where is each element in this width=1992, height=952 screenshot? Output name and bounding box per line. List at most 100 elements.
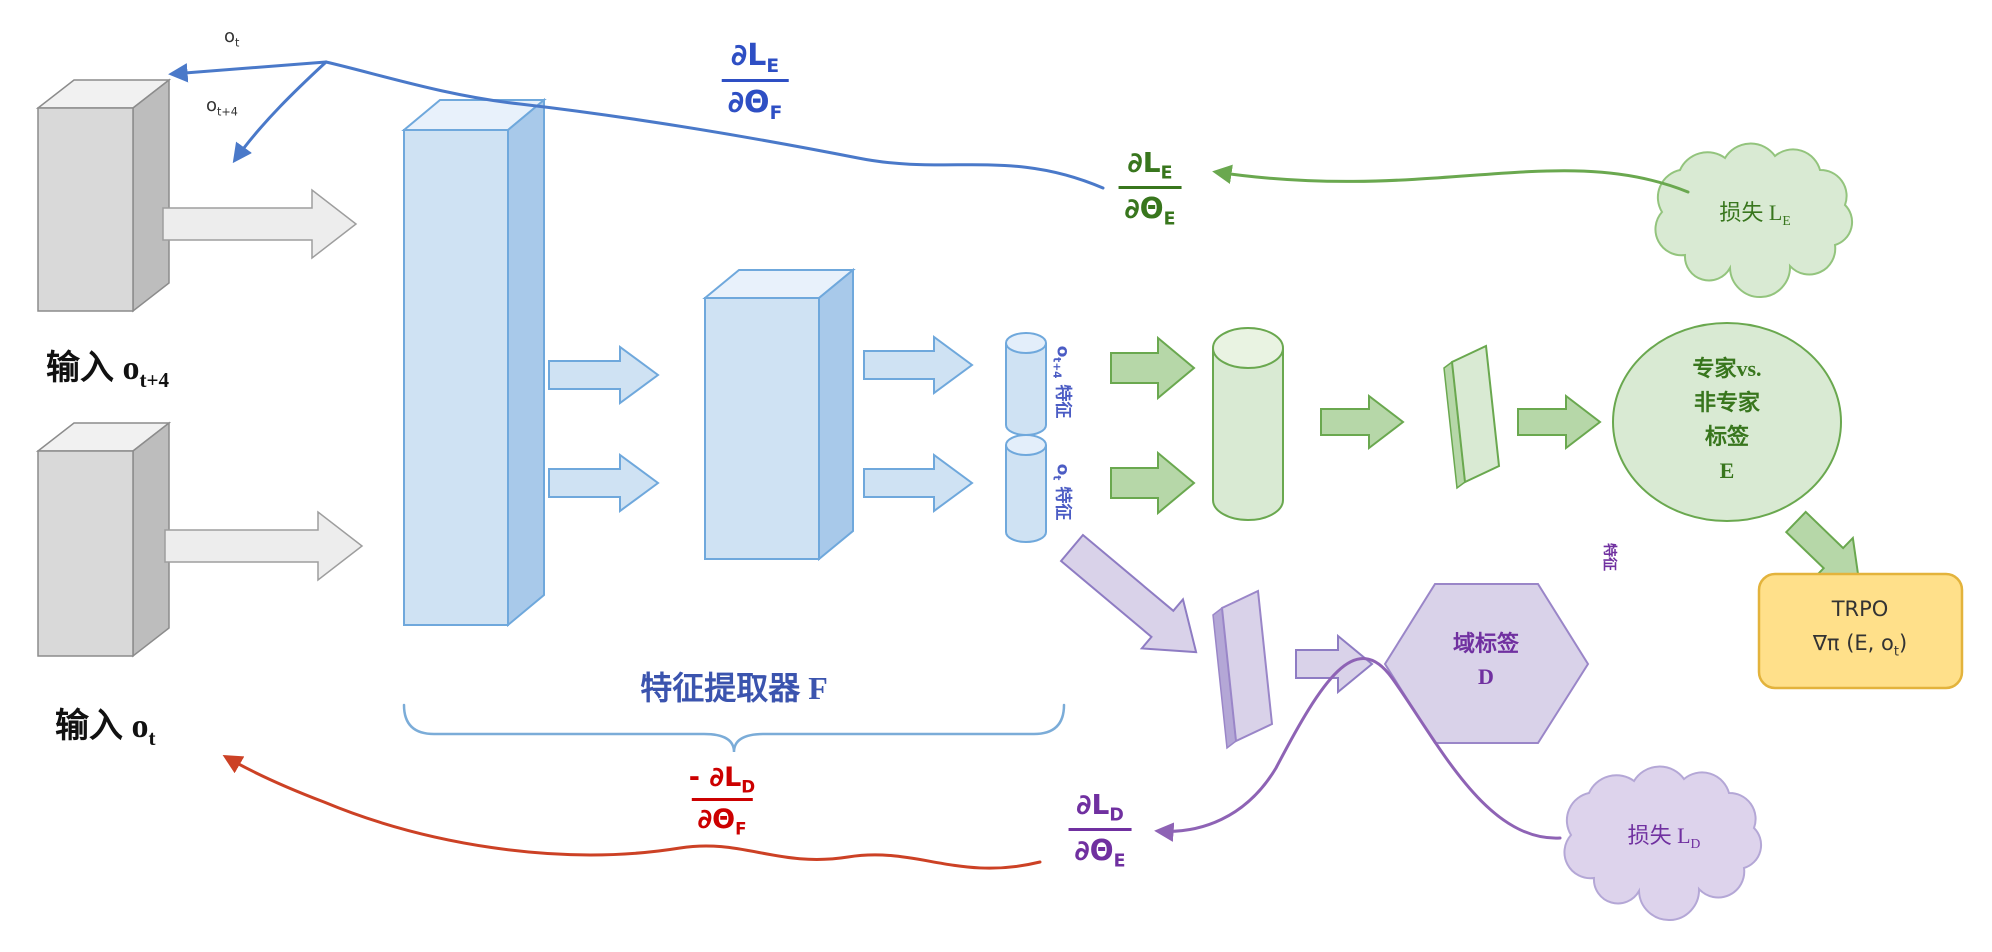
- num-text: ∂L: [1127, 146, 1161, 179]
- gradient-dLE-dThetaE: ∂LE ∂ΘE: [1118, 146, 1182, 230]
- den-sub: F: [735, 818, 747, 839]
- trpo-line-1: TRPO: [1831, 597, 1889, 622]
- feature-extractor-label: 特征提取器 F: [640, 670, 828, 706]
- gradient-neg-dLD-dThetaF: - ∂LD ∂ΘF: [683, 762, 761, 839]
- domain-hexagon-text: 域标签 D: [1453, 627, 1519, 693]
- num-text: - ∂L: [688, 762, 742, 793]
- hexagon-line-1: 域标签: [1452, 631, 1520, 656]
- gradient-dLD-dThetaE: ∂LD ∂ΘE: [1068, 788, 1132, 872]
- domain-loss-cloud-text: 损失 LD: [1628, 818, 1701, 852]
- fraction-denominator: ∂ΘF: [721, 79, 789, 124]
- ellipse-line-2: 非专家: [1693, 389, 1760, 415]
- conv-cube-large: [401, 97, 547, 628]
- loss-sub: D: [1690, 836, 1701, 852]
- loss-text: 损失 L: [1627, 822, 1691, 848]
- den-text: ∂Θ: [1074, 833, 1114, 867]
- blue-arrow-to-ot: [168, 60, 328, 83]
- num-text: ∂L: [1076, 788, 1110, 821]
- cylinder-cap: [1005, 332, 1047, 354]
- fraction-denominator: ∂ΘF: [691, 798, 753, 839]
- feature-cylinder-bottom: [1005, 434, 1047, 543]
- den-sub: E: [1113, 851, 1126, 872]
- expert-ellipse-text: 专家vs. 非专家 标签 E: [1692, 352, 1761, 488]
- obs-label-ot: ot: [224, 26, 239, 50]
- trpo-line-2: ∇π (E, ot): [1813, 627, 1907, 663]
- trpo-box-shape: [1757, 572, 1964, 690]
- loss-text: 损失 L: [1719, 199, 1783, 225]
- obs-label-ot4: ot+4: [206, 95, 238, 119]
- fraction-numerator: ∂LE: [1122, 146, 1179, 186]
- tag-suffix: 特征: [1052, 480, 1073, 521]
- fraction-denominator: ∂ΘE: [1068, 827, 1132, 872]
- tag-sub: t+4: [1050, 357, 1063, 379]
- ellipse-line-3: 标签: [1704, 424, 1749, 449]
- input-label-top-sub: t+4: [139, 367, 170, 392]
- blue-arrow-3: [863, 335, 974, 395]
- plate-face: [1450, 344, 1501, 484]
- tag-text: o: [1052, 463, 1073, 476]
- blue-gradient-curve: [324, 60, 1105, 190]
- expert-loss-cloud: [1654, 142, 1854, 298]
- fraction-numerator: ∂LD: [1070, 788, 1130, 828]
- loss-sub: E: [1782, 213, 1791, 229]
- feature-tag-bottom: ot 特征: [1050, 464, 1077, 521]
- gray-arrow-top: [162, 188, 358, 260]
- den-sub: E: [1163, 209, 1176, 230]
- feature-tag-mini: 特征: [1601, 543, 1617, 571]
- cube-front-face: [37, 450, 134, 657]
- purple-loss-curve: [1154, 657, 1562, 842]
- input-cube-bottom: [35, 421, 172, 658]
- cube-side-face: [507, 97, 545, 628]
- obs-ot-text: o: [224, 26, 236, 47]
- num-sub: E: [1160, 163, 1173, 184]
- cylinder-body: [1005, 445, 1047, 543]
- fraction-numerator: - ∂LD: [683, 762, 761, 798]
- obs-ot4-text: o: [206, 95, 218, 116]
- capsule-body: [1212, 348, 1284, 521]
- conv-cube-medium: [702, 267, 856, 562]
- den-sub: F: [769, 103, 783, 124]
- expert-label-ellipse: [1612, 322, 1842, 522]
- green-loss-curve: [1212, 164, 1690, 194]
- green-arrow-2: [1110, 450, 1196, 516]
- hexagon-line-2: D: [1478, 664, 1494, 689]
- input-label-bottom-sub: t: [148, 725, 156, 750]
- blue-arrow-4: [863, 453, 974, 513]
- capsule-cap: [1212, 327, 1284, 369]
- green-arrow-1: [1110, 335, 1196, 401]
- domain-plate: [1212, 589, 1274, 750]
- feature-cylinder-top: [1005, 332, 1047, 436]
- cube-side-face: [132, 421, 170, 658]
- input-label-top-text: 输入 o: [46, 350, 140, 387]
- ellipse-line-1: 专家vs.: [1692, 355, 1762, 381]
- expert-loss-cloud-text: 损失 LE: [1719, 195, 1790, 229]
- purple-arrow-2: [1295, 633, 1374, 695]
- cube-front-face: [704, 297, 820, 560]
- obs-ot-sub: t: [235, 36, 240, 50]
- feature-tag-top: ot+4 特征: [1050, 346, 1077, 419]
- domain-label-hexagon: [1383, 583, 1590, 744]
- obs-ot4-sub: t+4: [217, 105, 238, 119]
- den-text: ∂Θ: [697, 804, 736, 836]
- expert-plate: [1443, 344, 1501, 490]
- fraction-numerator: ∂LE: [725, 38, 785, 79]
- expert-capsule: [1212, 327, 1284, 521]
- num-sub: D: [741, 776, 756, 797]
- fraction-denominator: ∂ΘE: [1118, 185, 1182, 230]
- input-label-top: 输入 ot+4: [46, 340, 169, 393]
- gradient-dLE-dThetaF: ∂LE ∂ΘF: [721, 38, 789, 124]
- feature-extractor-brace: [402, 703, 1066, 753]
- cube-front-face: [403, 129, 509, 626]
- green-arrow-3: [1320, 393, 1405, 451]
- trpo-formula-post: ): [1898, 630, 1908, 655]
- cube-front-face: [37, 107, 134, 312]
- cylinder-cap: [1005, 434, 1047, 456]
- purple-arrow-from-features: [1059, 533, 1198, 654]
- ellipse-line-4: E: [1719, 458, 1735, 484]
- domain-loss-cloud: [1563, 765, 1763, 921]
- den-text: ∂Θ: [727, 85, 770, 120]
- den-text: ∂Θ: [1124, 191, 1164, 225]
- trpo-formula-pre: ∇π (E, o: [1812, 630, 1894, 655]
